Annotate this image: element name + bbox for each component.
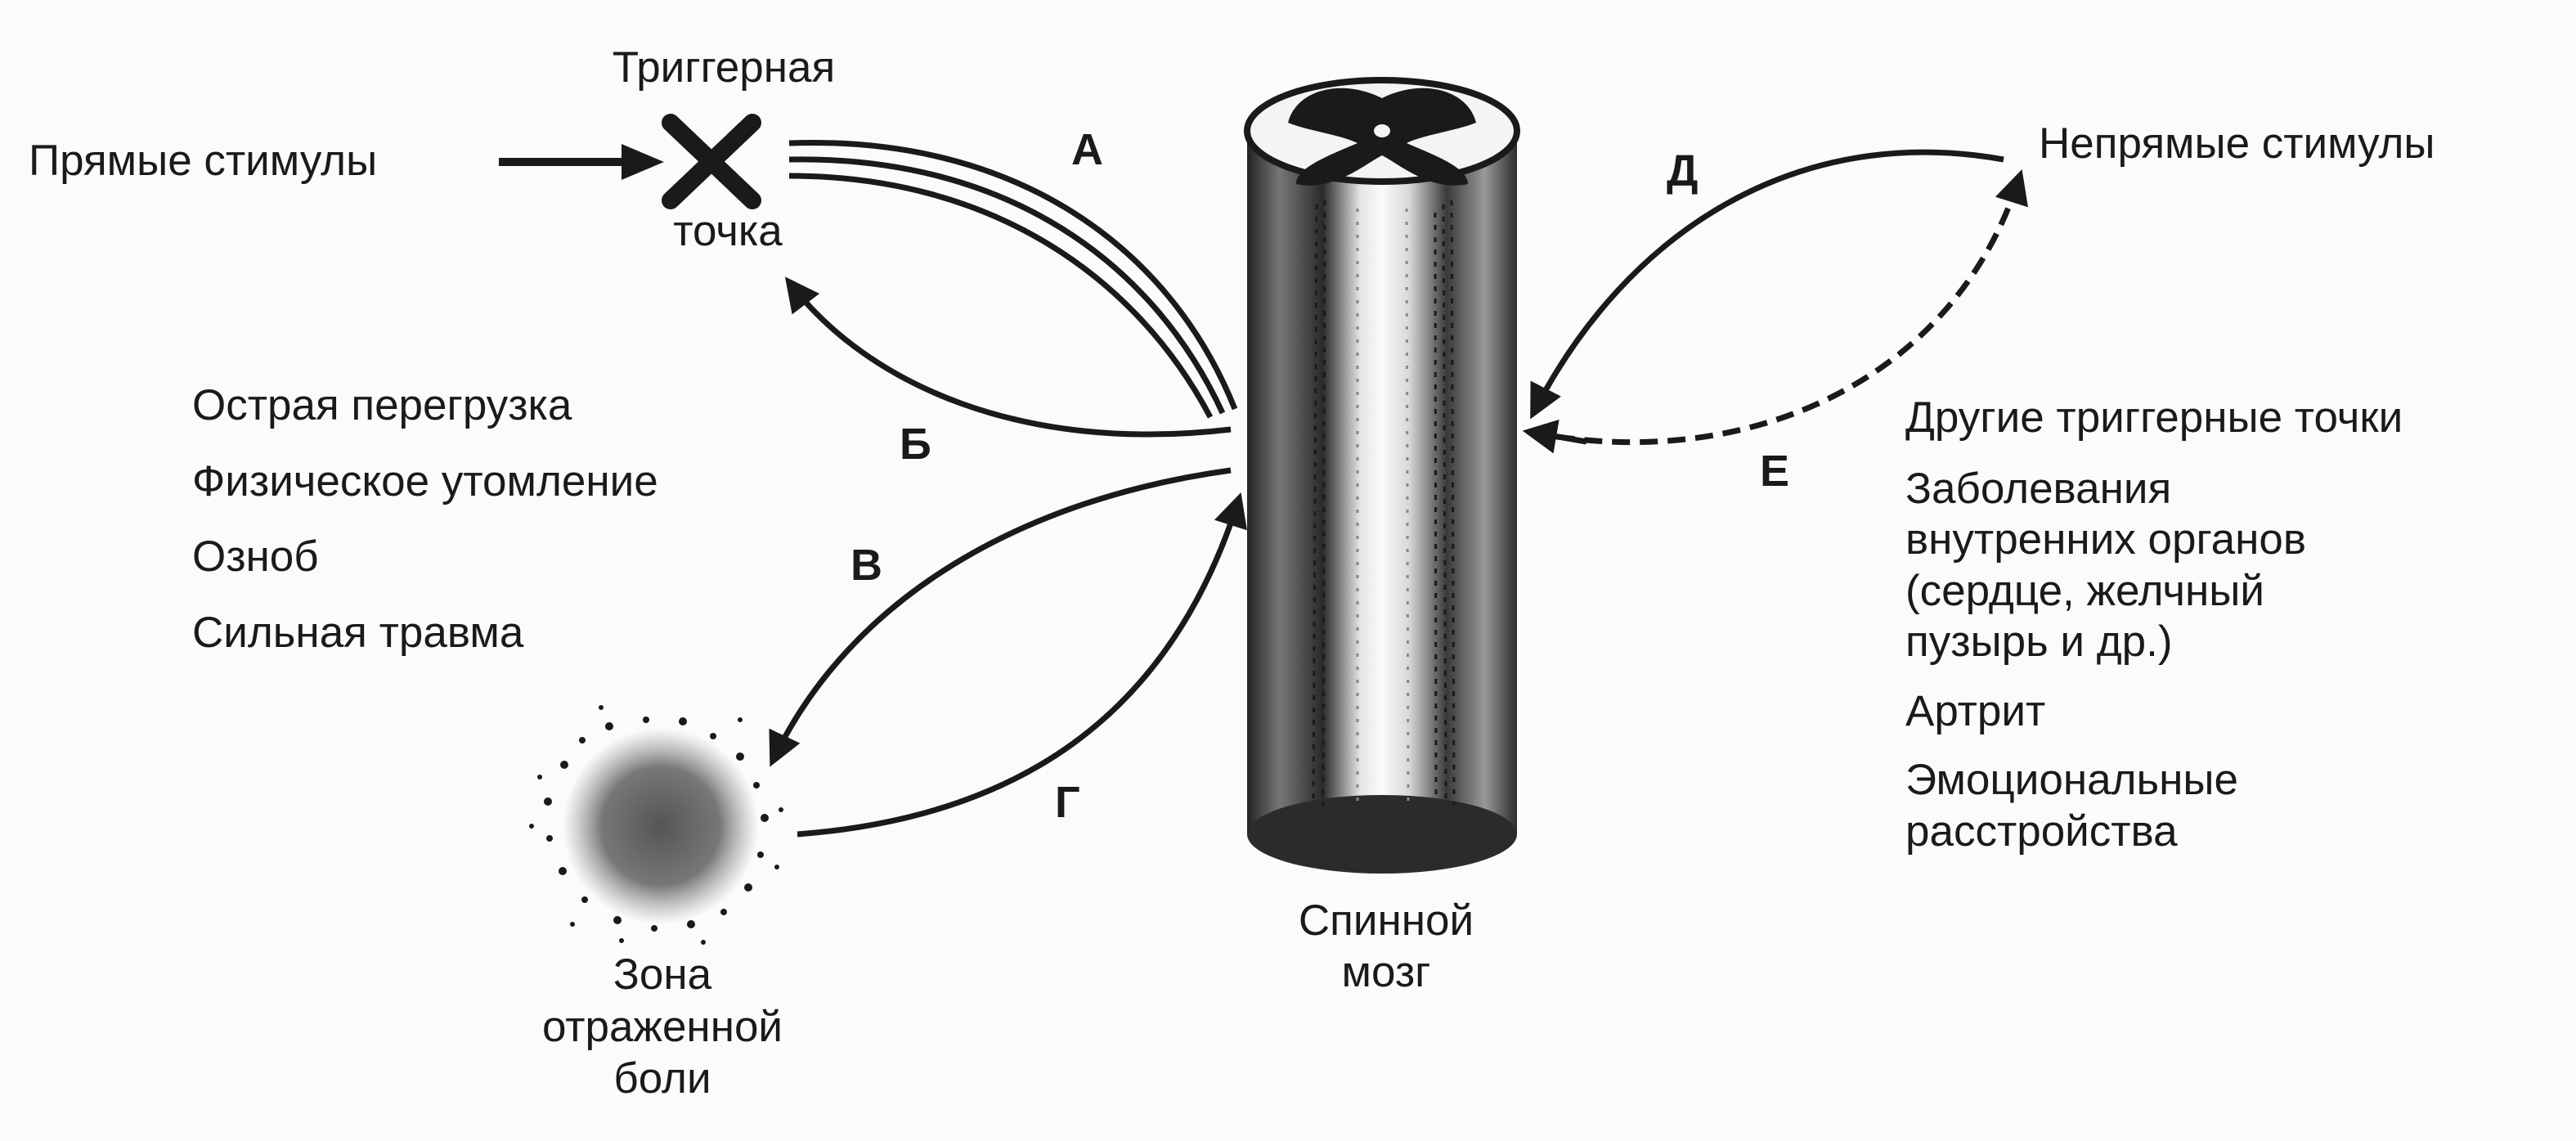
spinal-cord-illustration <box>1244 77 1520 874</box>
right-factor-line: внутренних органов <box>1905 515 2307 564</box>
path-g-arrow <box>797 492 1247 838</box>
path-label-v: В <box>850 541 882 590</box>
right-factor-group: Заболевания внутренних органов (сердце, … <box>1905 464 2403 668</box>
right-factor-line: Артрит <box>1905 686 2046 735</box>
right-factors-list: Другие триггерные точки Заболевания внут… <box>1905 393 2403 875</box>
right-factor-group: Артрит <box>1905 686 2403 738</box>
right-factor-line: (сердце, желчный <box>1905 566 2265 615</box>
path-label-a: А <box>1071 125 1103 174</box>
right-factor-line: Заболевания <box>1905 464 2172 513</box>
referred-zone-label-line-3: боли <box>613 1054 711 1103</box>
left-factor-item: Острая перегрузка <box>192 381 572 429</box>
spinal-cord-label-line-1: Спинной <box>1298 896 1474 945</box>
right-factor-line: Другие триггерные точки <box>1905 393 2403 442</box>
trigger-point-label-bottom: точка <box>673 207 783 255</box>
spinal-cord-label: Спинной мозг <box>1259 896 1513 998</box>
path-label-d: Д <box>1667 146 1699 195</box>
trigger-point-label-top: Триггерная <box>612 43 836 92</box>
left-factors-list: Острая перегрузка Физическое утомление О… <box>192 380 658 683</box>
path-e-dashed-start-arrow <box>1522 419 1587 454</box>
direct-stimuli-arrow <box>499 144 664 180</box>
path-v-arrow <box>769 467 1232 767</box>
referred-zone-label-line-1: Зона <box>613 950 712 999</box>
direct-stimuli-label: Прямые стимулы <box>29 137 378 185</box>
path-label-b: Б <box>900 420 931 469</box>
spinal-cord-label-line-2: мозг <box>1341 947 1431 996</box>
path-d-arrow <box>1530 149 2004 420</box>
indirect-stimuli-label: Непрямые стимулы <box>2039 119 2435 168</box>
path-a-lines <box>788 139 1238 419</box>
trigger-point-x-icon <box>662 114 761 209</box>
right-factor-line: пузырь и др.) <box>1905 618 2173 667</box>
referred-zone-label-line-2: отраженной <box>541 1002 783 1051</box>
right-factor-line: расстройства <box>1905 806 2178 856</box>
path-label-g: Г <box>1055 778 1080 827</box>
referred-pain-zone <box>529 705 783 945</box>
path-b-arrow <box>784 276 1232 438</box>
left-factor-item: Озноб <box>192 532 319 582</box>
referred-zone-label: Зона отраженной боли <box>523 949 801 1105</box>
left-factor-item: Физическое утомление <box>192 456 658 505</box>
left-factor-item: Сильная травма <box>192 608 524 657</box>
path-label-e: Е <box>1760 447 1790 496</box>
right-factor-line: Эмоциональные <box>1905 756 2238 805</box>
path-e-dashed-arrow <box>1528 168 2028 446</box>
right-factor-group: Другие триггерные точки <box>1905 393 2403 444</box>
right-factor-group: Эмоциональные расстройства <box>1905 755 2403 857</box>
